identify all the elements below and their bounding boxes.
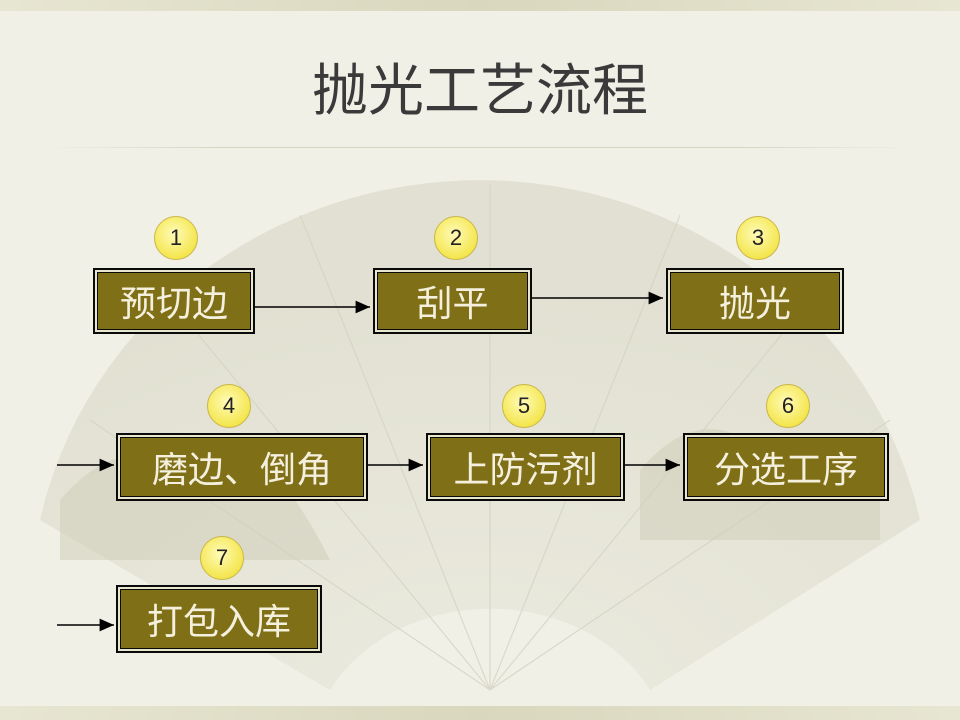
step-number-badge-6: 6: [766, 384, 810, 428]
bottom-decor-band: [0, 706, 960, 720]
step-number-badge-4: 4: [207, 384, 251, 428]
step-box-7: 打包入库: [116, 585, 322, 653]
slide-title: 抛光工艺流程: [312, 59, 648, 124]
step-box-2: 刮平: [373, 268, 532, 334]
step-box-3: 抛光: [666, 268, 844, 334]
step-number-badge-1: 1: [154, 216, 198, 260]
title-divider: [45, 147, 913, 148]
step-number-badge-7: 7: [200, 536, 244, 580]
top-decor-band: [0, 0, 960, 11]
step-box-5: 上防污剂: [426, 433, 625, 501]
step-number-badge-2: 2: [434, 216, 478, 260]
step-number-badge-3: 3: [736, 216, 780, 260]
step-box-1: 预切边: [93, 268, 255, 334]
step-box-4: 磨边、倒角: [116, 433, 368, 501]
step-number-badge-5: 5: [502, 384, 546, 428]
step-box-6: 分选工序: [683, 433, 889, 501]
